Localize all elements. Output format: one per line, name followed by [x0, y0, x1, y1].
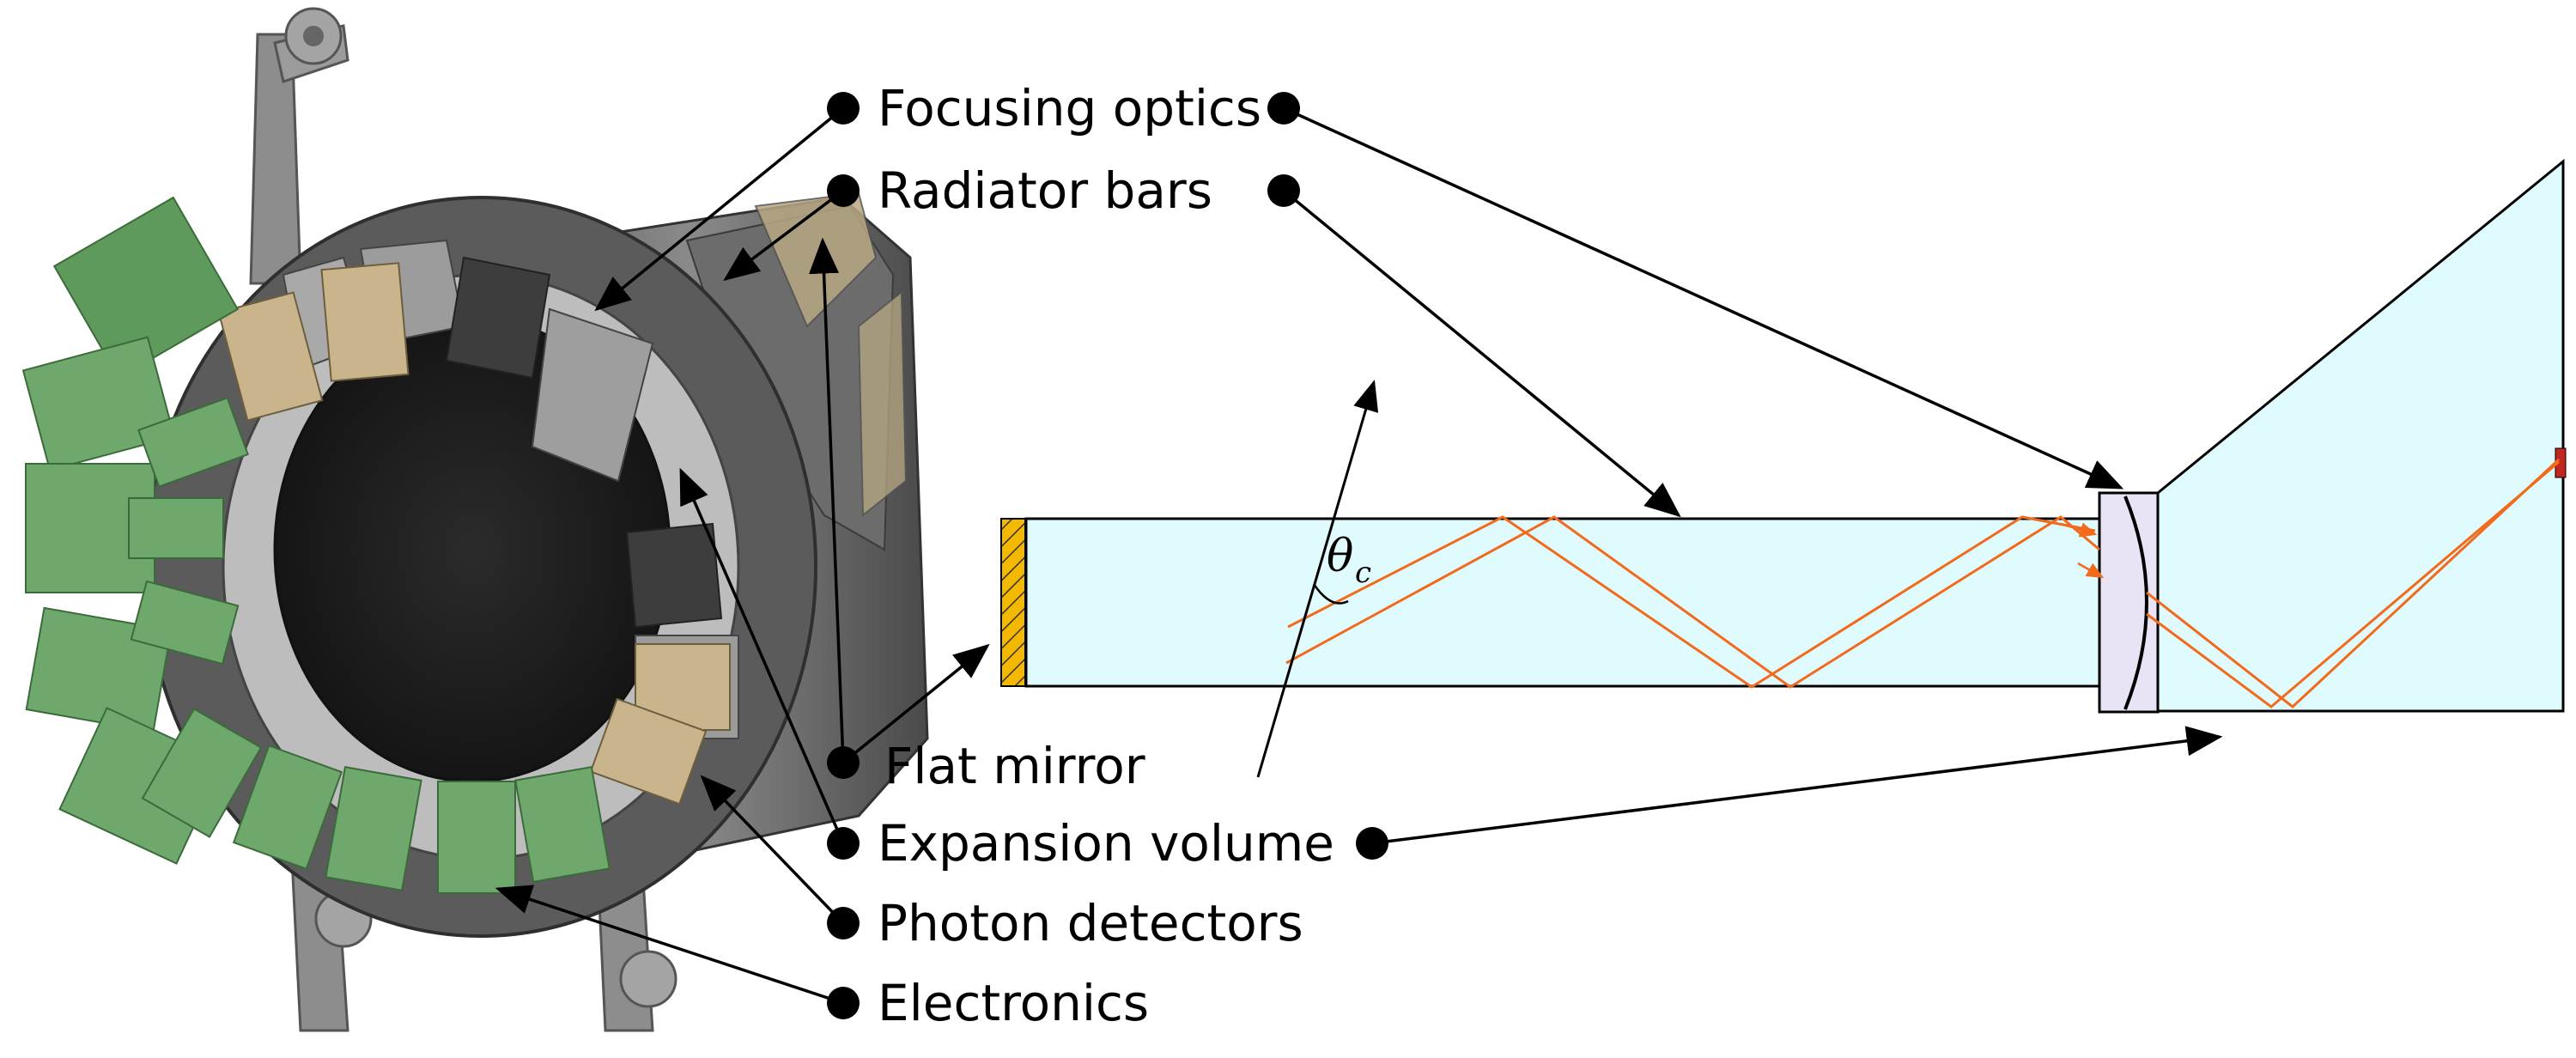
expansion-volume — [2156, 158, 2565, 713]
photon-detector-modules — [217, 262, 731, 806]
dirc-schematic: θ c — [1000, 158, 2567, 778]
theta-subscript: c — [1355, 556, 1371, 590]
theta-symbol: θ — [1327, 531, 1353, 582]
radiator-bar — [1024, 517, 2101, 688]
photon-paths — [1285, 458, 2561, 708]
detector-render — [21, 7, 929, 1032]
flat-mirror — [1000, 518, 1026, 687]
label-bullets — [827, 92, 1388, 1019]
label-photon-detectors: Photon detectors — [878, 894, 1303, 952]
label-focusing-optics: Focusing optics — [878, 79, 1261, 137]
leader-lines — [495, 106, 2223, 1005]
labels: Focusing optics Radiator bars Flat mirro… — [878, 79, 1334, 1032]
label-electronics: Electronics — [878, 974, 1149, 1032]
label-flat-mirror: Flat mirror — [884, 737, 1145, 795]
focusing-optics — [2098, 491, 2160, 714]
electronics-boards — [21, 196, 611, 894]
label-radiator-bars: Radiator bars — [878, 161, 1212, 220]
cherenkov-angle: θ c — [1256, 380, 1379, 778]
label-expansion-volume: Expansion volume — [878, 814, 1334, 873]
